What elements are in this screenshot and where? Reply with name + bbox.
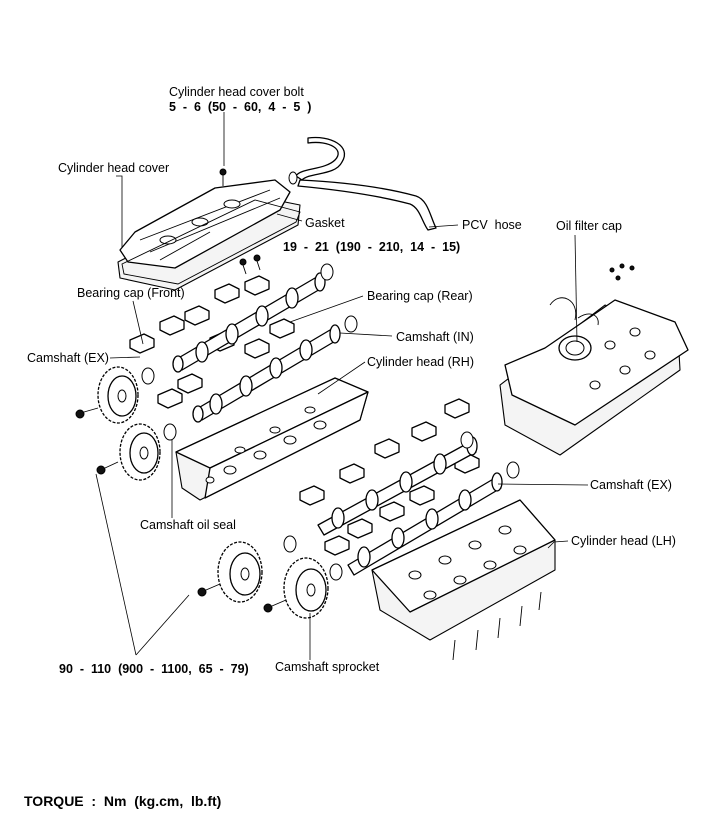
camshaft-oil-seal-label: Camshaft oil seal [140, 518, 236, 532]
cylinder-head-lh-drawing [371, 499, 556, 661]
cylinder-head-cover-drawing [117, 179, 301, 291]
camshaft-sprocket-lower-drawing [119, 423, 161, 481]
pcv-hose-drawing [288, 136, 437, 231]
cover-bolt-torque: 5 - 6 (50 - 60, 4 - 5 ) [169, 100, 311, 114]
cover-bolt-label: Cylinder head cover bolt [169, 85, 304, 99]
cylinder-head-lh-label: Cylinder head (LH) [571, 534, 676, 548]
head-cover-label: Cylinder head cover [58, 161, 169, 175]
cylinder-head-rh-label: Cylinder head (RH) [367, 355, 474, 369]
torque-units-footer: TORQUE : Nm (kg.cm, lb.ft) [24, 793, 221, 809]
sprocket-bolt-lower-left-drawing [96, 461, 119, 475]
camshaft-sprocket-lh-right-drawing [283, 557, 329, 619]
torque-19-21: 19 - 21 (190 - 210, 14 - 15) [283, 240, 460, 254]
sprocket-bolt-upper-left-drawing [75, 407, 99, 419]
camshaft-sprocket-label: Camshaft sprocket [275, 660, 380, 674]
bearing-cap-rear-label: Bearing cap (Rear) [367, 289, 473, 303]
sprocket-bolt-lh-right-drawing [263, 599, 287, 613]
oil-filter-cap-label: Oil filter cap [556, 219, 622, 233]
bearing-caps-rh-drawing [129, 275, 295, 409]
leader-lines [95, 112, 589, 660]
bearing-caps-lh-drawing [299, 398, 480, 556]
cover-bolt-drawing [219, 168, 227, 186]
camshaft-ex-rh-drawing [172, 272, 326, 373]
camshaft-ex-right-label: Camshaft (EX) [590, 478, 672, 492]
oil-filter-cap-cover-drawing [499, 263, 689, 456]
camshaft-in-label: Camshaft (IN) [396, 330, 474, 344]
sprocket-bolt-lh-left-drawing [197, 583, 221, 597]
bearing-cap-bolts-drawing [239, 254, 261, 275]
bearing-cap-front-label: Bearing cap (Front) [77, 286, 185, 300]
camshaft-in-rh-drawing [192, 324, 341, 423]
camshaft-sprocket-lh-left-drawing [217, 541, 263, 603]
camshaft-ex-lh-drawing [347, 472, 503, 576]
camshaft-ex-left-label: Camshaft (EX) [27, 351, 109, 365]
gasket-label: Gasket [305, 216, 345, 230]
gasket-drawing [121, 199, 301, 285]
camshaft-sprocket-upper-drawing [97, 366, 139, 424]
pcv-hose-label: PCV hose [462, 218, 522, 232]
torque-90-110: 90 - 110 (900 - 1100, 65 - 79) [59, 662, 249, 676]
cylinder-head-rh-drawing [175, 377, 369, 501]
